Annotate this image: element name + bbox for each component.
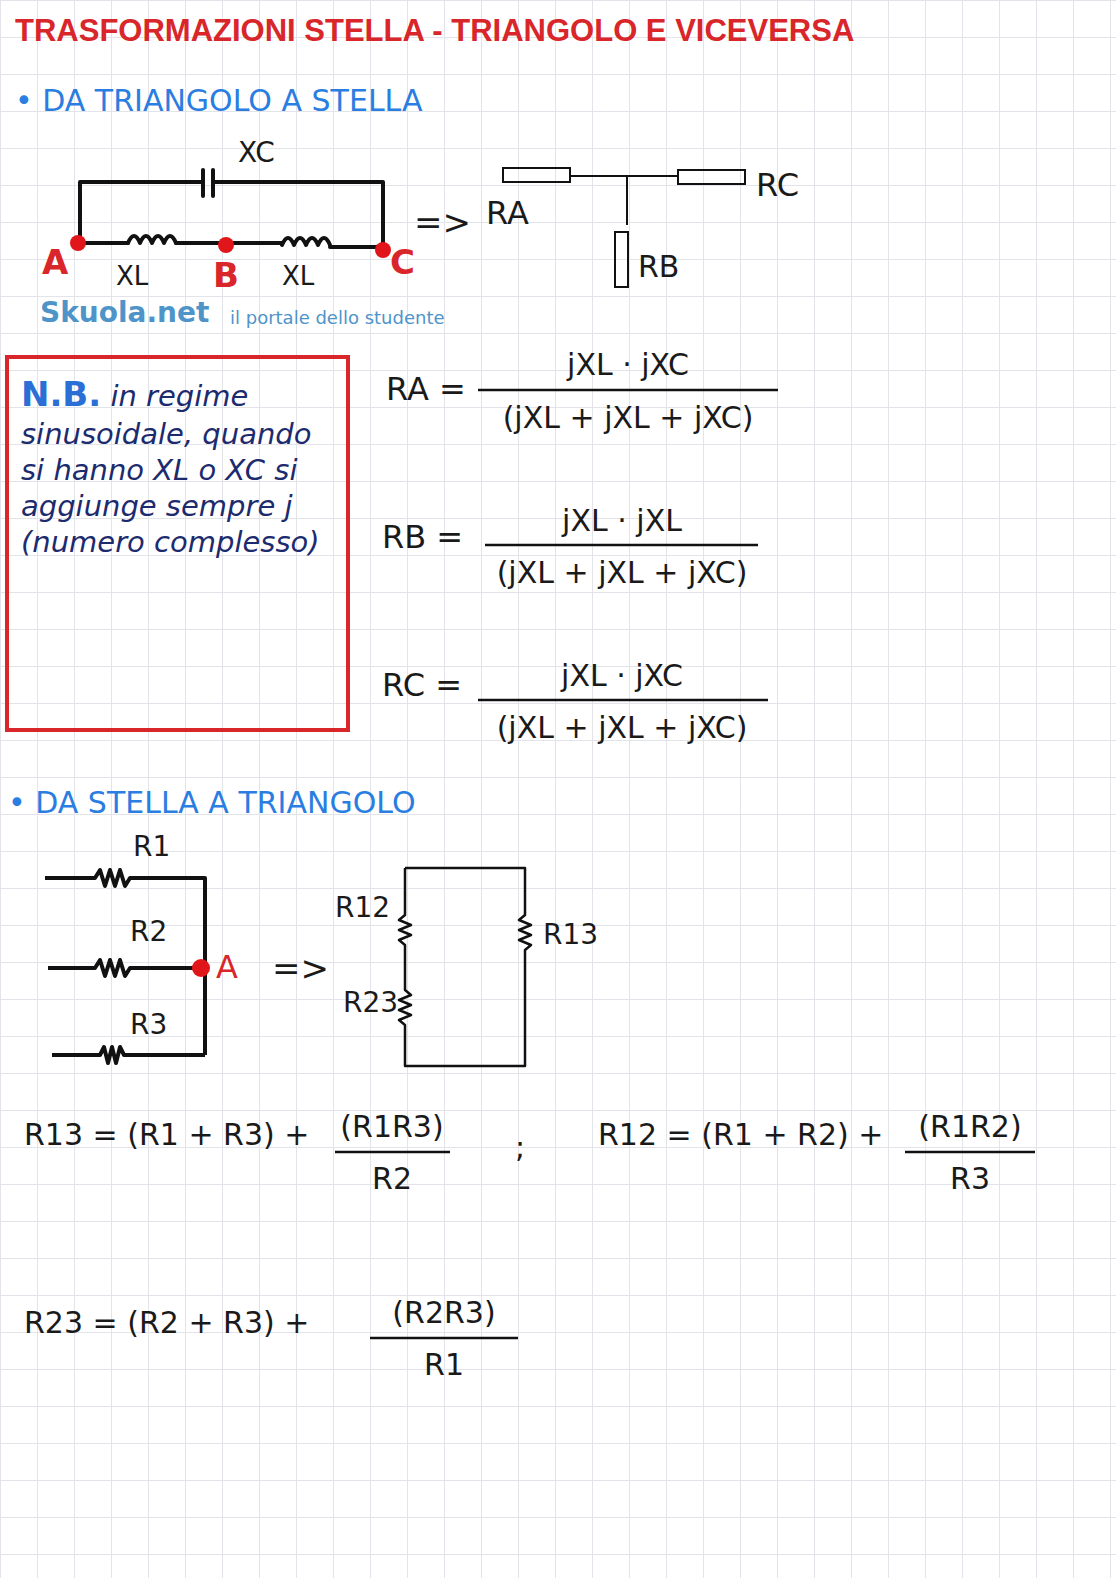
resistor-symbol	[48, 960, 205, 976]
capacitor-symbol	[203, 170, 213, 196]
reactance-label: XC	[238, 138, 275, 169]
node-label: A	[216, 950, 238, 985]
formula-numerator: jXL · jXL	[562, 504, 682, 537]
formula-denominator: R2	[372, 1162, 412, 1195]
node-label: B	[213, 257, 239, 294]
fraction-bar	[335, 390, 1035, 1338]
transform-arrow: =>	[414, 204, 471, 241]
separator: ;	[515, 1130, 525, 1163]
transform-arrow: =>	[272, 950, 329, 987]
section-heading: • DA STELLA A TRIANGOLO	[8, 786, 416, 819]
wire	[570, 176, 678, 225]
resistor-label: R2	[130, 917, 167, 948]
resistor-label: R13	[543, 920, 598, 951]
resistor-label: R12	[335, 893, 390, 924]
note-heading: N.B.	[21, 374, 101, 414]
formula-numerator: (R1R3)	[340, 1110, 443, 1143]
node-label: A	[42, 244, 68, 281]
formula-numerator: (R1R2)	[918, 1110, 1021, 1143]
resistor-symbol	[615, 232, 628, 287]
resistor-label: R3	[130, 1010, 167, 1041]
section-heading: • DA TRIANGOLO A STELLA	[15, 84, 423, 117]
note-box: N.B. in regime sinusoidale, quando si ha…	[5, 355, 350, 732]
formula-numerator: (R2R3)	[392, 1296, 495, 1329]
formula-numerator: jXL · jXC	[567, 348, 689, 381]
formula-lhs: RC =	[382, 668, 462, 703]
note-text: N.B. in regime sinusoidale, quando si ha…	[21, 373, 334, 561]
resistor-symbol	[52, 1047, 205, 1063]
resistor-symbol	[503, 168, 570, 182]
formula-lhs: R12 = (R1 + R2) +	[598, 1118, 883, 1151]
page-title: TRASFORMAZIONI STELLA - TRIANGOLO E VICE…	[15, 14, 854, 48]
formula-denominator: (jXL + jXL + jXC)	[497, 711, 748, 744]
node-label: C	[390, 244, 415, 281]
formula-numerator: jXL · jXC	[561, 659, 683, 692]
watermark: Skuola.net	[40, 298, 209, 329]
resistor-label: RB	[638, 250, 679, 283]
delta-resistor-network	[399, 868, 531, 1066]
resistor-symbol	[45, 870, 205, 1055]
node-dot	[70, 235, 391, 258]
resistor-symbol	[678, 170, 745, 184]
formula-denominator: R3	[950, 1162, 990, 1195]
resistor-label: RC	[756, 168, 799, 203]
resistor-label: R1	[133, 832, 170, 863]
formula-lhs: R23 = (R2 + R3) +	[24, 1306, 309, 1339]
watermark: il portale dello studente	[230, 308, 445, 328]
resistor-label: R23	[343, 988, 398, 1019]
reactance-label: XL	[116, 262, 148, 291]
formula-denominator: (jXL + jXL + jXC)	[503, 401, 754, 434]
formula-denominator: (jXL + jXL + jXC)	[497, 556, 748, 589]
formula-lhs: RA =	[386, 372, 466, 407]
formula-lhs: RB =	[382, 520, 463, 555]
formula-denominator: R1	[424, 1348, 464, 1381]
inductor-symbol	[282, 238, 330, 245]
inductor-symbol	[128, 236, 176, 243]
resistor-label: RA	[486, 196, 529, 231]
reactance-label: XL	[282, 262, 314, 291]
node-dot	[192, 959, 210, 977]
formula-lhs: R13 = (R1 + R3) +	[24, 1118, 309, 1151]
